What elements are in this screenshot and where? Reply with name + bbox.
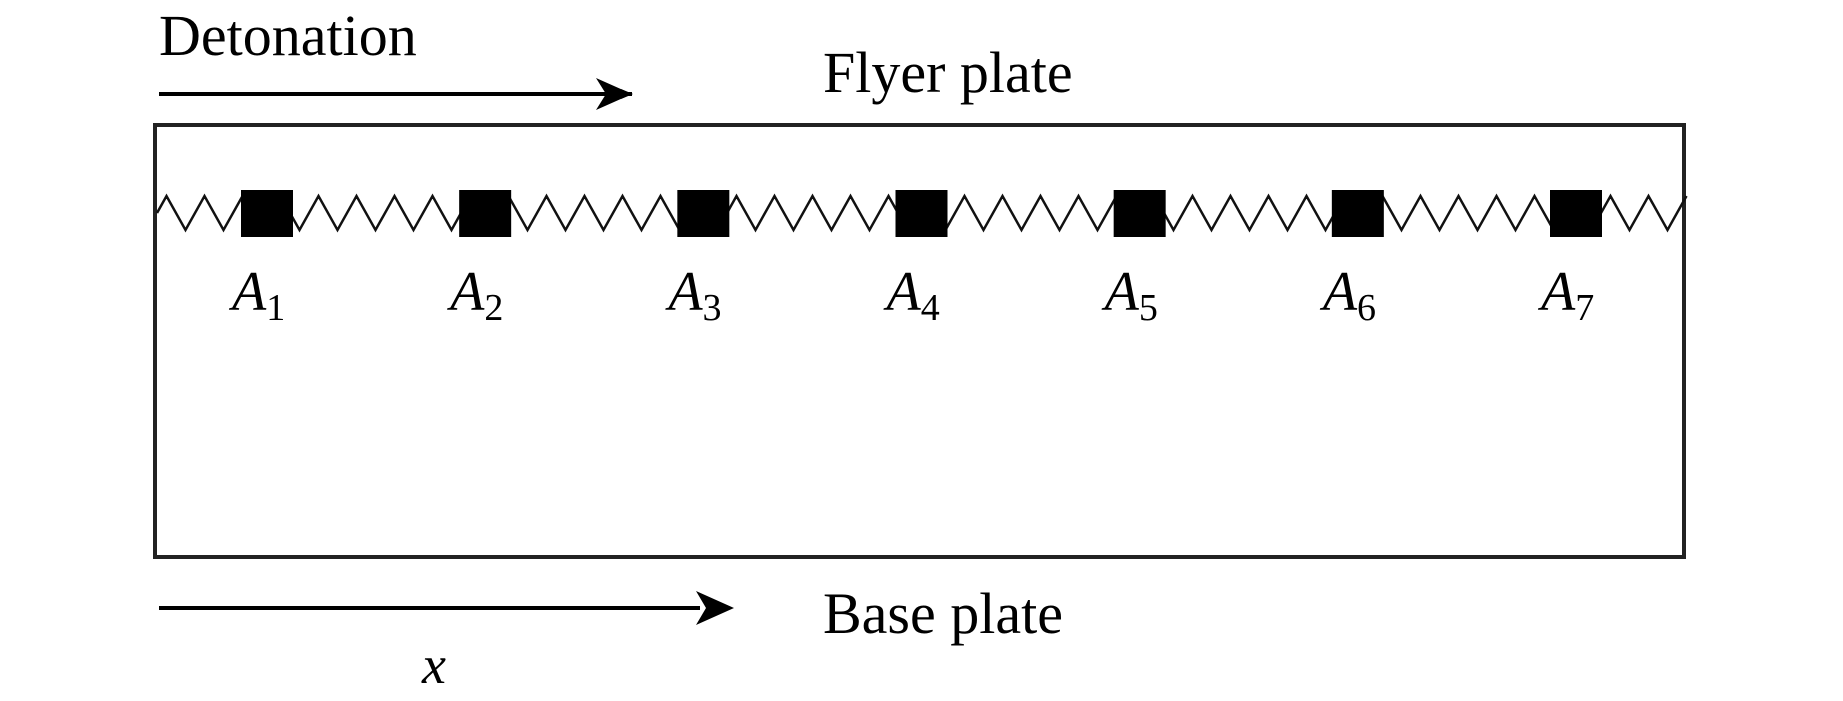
detonation-arrowhead xyxy=(596,78,632,110)
x-direction-arrowhead xyxy=(696,591,734,625)
point-label-a7: A7 xyxy=(1537,261,1594,329)
block-a2 xyxy=(459,190,512,237)
flyer-plate-label: Flyer plate xyxy=(823,40,1073,105)
block-a4 xyxy=(895,190,948,237)
point-label-a6: A6 xyxy=(1319,261,1376,329)
point-label-a5: A5 xyxy=(1101,261,1158,329)
point-label-a2: A2 xyxy=(446,261,503,329)
plate-box xyxy=(153,123,1686,559)
block-a5 xyxy=(1113,190,1166,237)
block-a3 xyxy=(677,190,730,237)
x-axis-label: x xyxy=(421,635,446,695)
point-label-a3: A3 xyxy=(664,261,721,329)
point-label-a1: A1 xyxy=(228,261,285,329)
block-a7 xyxy=(1550,190,1602,237)
block-a1 xyxy=(241,190,293,237)
base-plate-label: Base plate xyxy=(823,581,1063,646)
block-a6 xyxy=(1331,190,1384,237)
detonation-label: Detonation xyxy=(159,3,417,68)
point-label-a4: A4 xyxy=(883,261,940,329)
